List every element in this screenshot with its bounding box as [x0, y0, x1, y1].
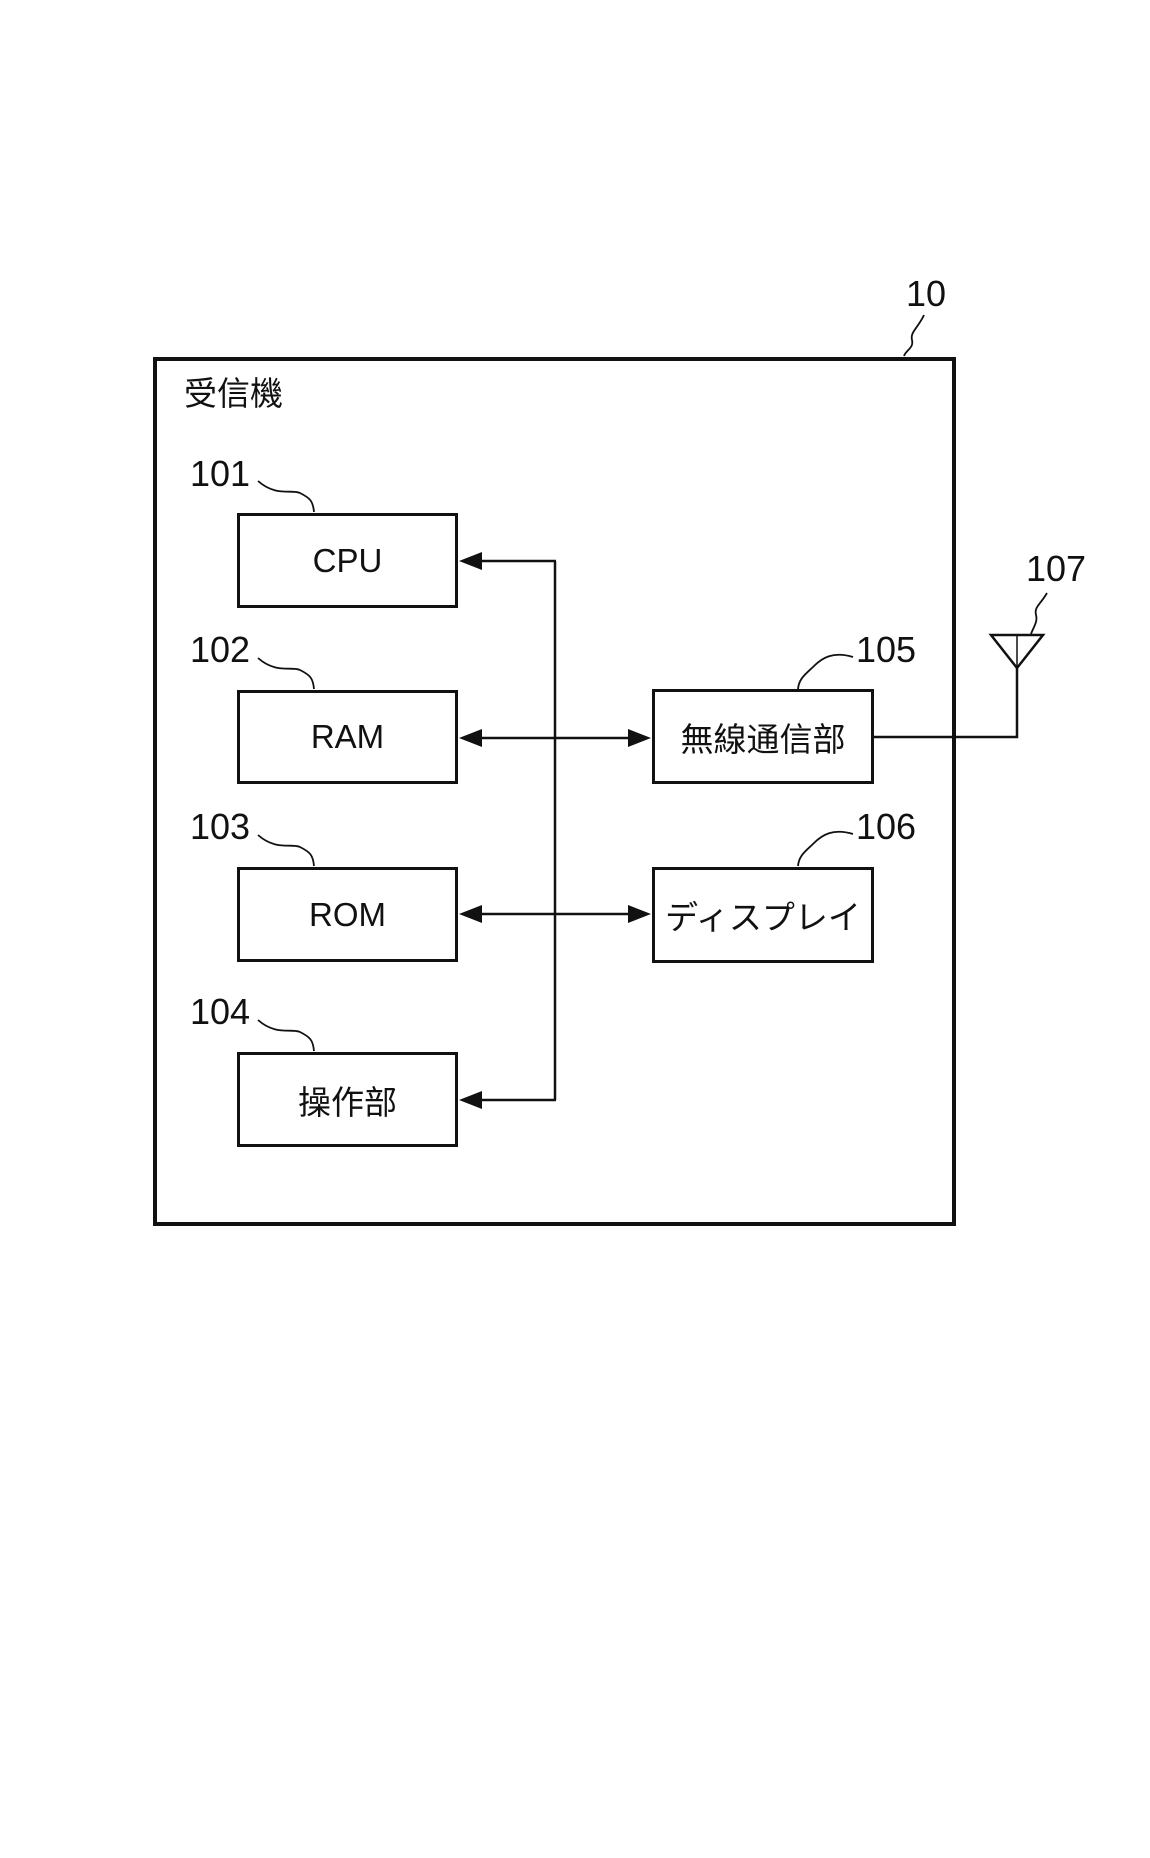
ref-103-leader — [257, 834, 315, 867]
receiver-outline — [153, 357, 956, 1226]
ref-number-101: 101 — [190, 453, 251, 494]
ref-number-104: 104 — [190, 991, 251, 1032]
rom-arrowhead — [459, 905, 482, 923]
wireless-arrowhead — [628, 729, 651, 747]
ref-number-105: 105 — [856, 629, 917, 670]
cpu-arrowhead — [459, 552, 482, 570]
display-block: ディスプレイ — [652, 867, 874, 963]
cpu-block-label: CPU — [312, 541, 383, 579]
control-unit-block: 操作部 — [237, 1052, 458, 1147]
ref-105-leader — [797, 653, 854, 690]
ram-block: RAM — [237, 690, 458, 784]
ref-number-10: 10 — [906, 273, 947, 314]
control-unit-block-label: 操作部 — [298, 1083, 397, 1121]
ref-107-leader — [1030, 592, 1048, 635]
ref-102-leader — [257, 657, 315, 690]
ref-number-102: 102 — [190, 629, 251, 670]
rom-block: ROM — [237, 867, 458, 962]
receiver-label: 受信機 — [184, 375, 283, 412]
ref-106-leader — [797, 830, 854, 867]
ref-number-103: 103 — [190, 806, 251, 847]
wireless-communication-block: 無線通信部 — [652, 689, 874, 784]
ref-104-leader — [257, 1019, 315, 1052]
control-arrowhead — [459, 1091, 482, 1109]
ram-arrowhead — [459, 729, 482, 747]
display-arrowhead — [628, 905, 651, 923]
ref-10-leader — [903, 314, 925, 357]
antenna-feed-line — [874, 668, 1019, 739]
ref-number-106: 106 — [856, 806, 917, 847]
ref-number-107: 107 — [1026, 548, 1087, 589]
ram-block-label: RAM — [310, 718, 385, 755]
ref-101-leader — [257, 480, 315, 513]
cpu-block: CPU — [237, 513, 458, 608]
rom-block-label: ROM — [309, 895, 386, 933]
wireless-communication-block-label: 無線通信部 — [680, 720, 846, 758]
display-block-label: ディスプレイ — [665, 899, 861, 936]
